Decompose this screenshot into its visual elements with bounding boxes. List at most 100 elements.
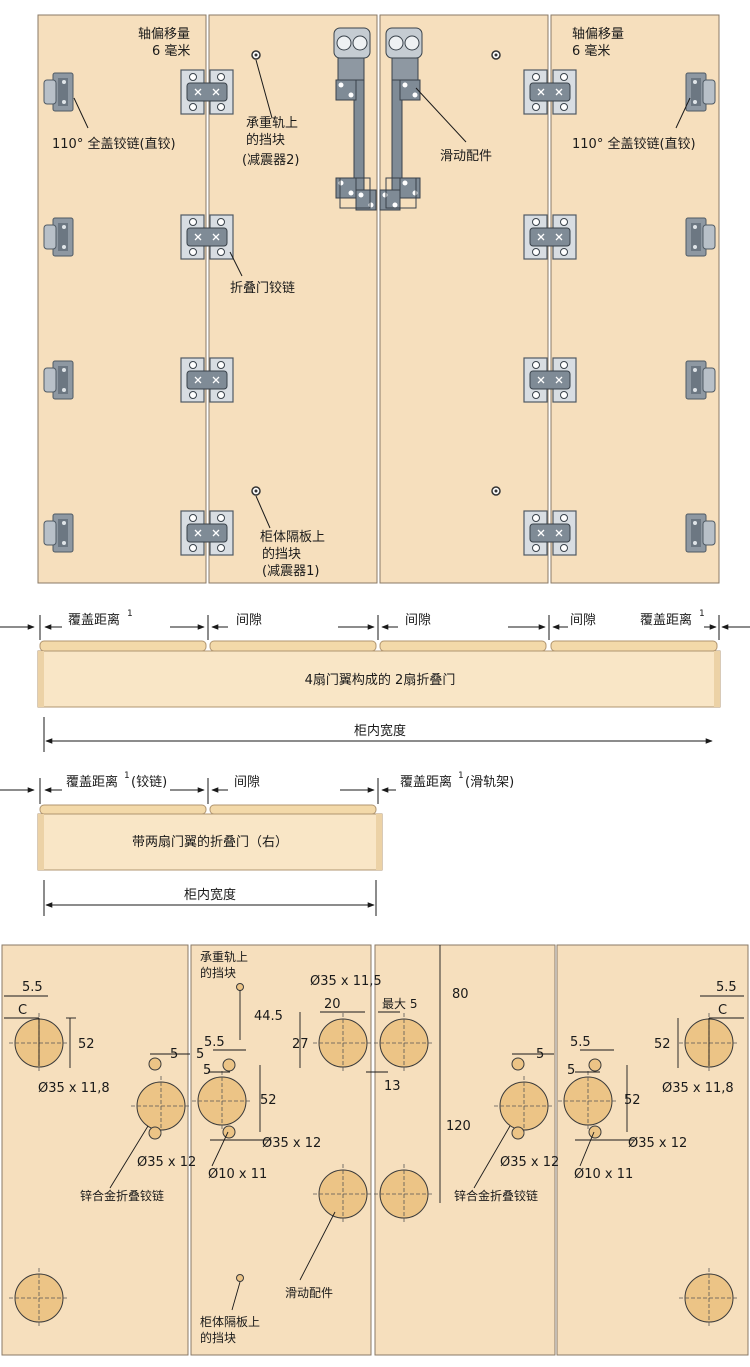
door-title-four: 4扇门翼构成的 2扇折叠门 [305,672,456,688]
stop-shelf-l2: 的挡块 [262,546,301,562]
dim-right-cup: Ø35 x 11,8 [662,1081,734,1096]
dim-left-cup: Ø35 x 11,8 [38,1081,110,1096]
dim-80: 80 [452,987,469,1002]
stop-shelf-l3: (减震器1) [262,564,319,579]
inner-width-four: 柜内宽度 [354,723,406,739]
leaf-strip [209,640,377,652]
dim-445: 44.5 [254,1009,283,1024]
small-hole [222,1058,236,1072]
dim-fold-mid-52: 52 [260,1093,277,1108]
fold-hinge-icon [180,510,234,556]
overlay-right-sup: 1 [699,609,705,619]
dim-fold-right-5: 5 [536,1047,544,1062]
overlay-hinge-sup: 1 [124,771,130,781]
dim-27: 27 [292,1037,309,1052]
small-hole [588,1058,602,1072]
dim-fold-left-5: 5 [170,1047,178,1062]
dim-fold-r2-52: 52 [624,1093,641,1108]
dim-fold-r2-55: 5.5 [570,1035,591,1050]
dim-fold-r2-5: 5 [567,1063,575,1078]
fold-hinge-icon [180,357,234,403]
dim-fold-mid-5b: 5 [203,1063,211,1078]
small-hole [148,1126,162,1140]
leaf-strip [39,804,207,815]
dim-fold-mid-cup: Ø35 x 12 [262,1136,321,1151]
small-hole [511,1057,525,1071]
dim-right-C: C [718,1003,727,1018]
plan-four-leaves: 覆盖距离 1 间隙 间隙 间隙 覆盖距离 1 4扇门翼构成的 2扇折叠门 柜内宽… [0,609,750,752]
fold-right-label: 锌合金折叠铰链 [454,1188,538,1203]
dim-fold-r2-small: Ø10 x 11 [574,1167,633,1182]
small-hole [148,1057,162,1071]
dim-slide-cup: Ø35 x 11,5 [310,974,382,989]
door-elevation: 轴偏移量 6 毫米 轴偏移量 6 毫米 110° 全盖铰链(直铰) 110° 全… [37,14,720,584]
dim-left-52: 52 [78,1037,95,1052]
dim-right-52: 52 [654,1037,671,1052]
dim-13: 13 [384,1079,401,1094]
dim-20: 20 [324,997,341,1012]
overlay-rail: 覆盖距离 [400,774,452,790]
dim-left-C: C [18,1003,27,1018]
stop-rail-l3: (减震器2) [242,153,299,168]
overlay-left: 覆盖距离 [68,612,120,628]
slide-fitting-label: 滑动配件 [440,149,492,164]
overlay-left-sup: 1 [127,609,133,619]
axis-offset-right-l1: 轴偏移量 [572,27,624,42]
hinge-label-left: 110° 全盖铰链(直铰) [52,136,176,152]
slide-drill-label: 滑动配件 [285,1286,333,1300]
overlay-rail-sup: 1 [458,771,464,781]
stop-hole [236,983,244,991]
small-hole [588,1125,602,1139]
dim-fold-mid-55: 5.5 [204,1035,225,1050]
dim-fold-mid-small: Ø10 x 11 [208,1167,267,1182]
dim-120: 120 [446,1119,471,1134]
fold-hinge-icon [523,214,577,260]
gap-2: 间隙 [405,613,431,628]
leaf-strip [550,640,718,652]
overlay-hinge-suffix: (铰链) [131,775,167,790]
fold-hinge-icon [523,357,577,403]
stop-rail-d2: 的挡块 [200,965,236,980]
door-title-two: 带两扇门翼的折叠门（右） [132,834,288,850]
stop-shelf-l1: 柜体隔板上 [260,530,325,545]
drill-panel-3 [374,944,556,1356]
fold-hinge-icon [180,69,234,115]
dim-fold-mid-5a: 5 [196,1047,204,1062]
stop-shelf-d2: 的挡块 [200,1330,236,1345]
stop-shelf-d1: 柜体隔板上 [200,1315,260,1329]
stop-rail-d1: 承重轨上 [200,950,248,964]
leaf-strip [39,640,207,652]
stop-hole [236,1274,244,1282]
slide-fitting-icon [333,27,377,211]
dim-fold-right-cup: Ø35 x 12 [500,1155,559,1170]
dim-fold-left-cup: Ø35 x 12 [137,1155,196,1170]
cabinet-body [37,650,721,708]
door-panel-2 [208,14,378,584]
axis-offset-right-l2: 6 毫米 [572,43,610,59]
stop-rail-l2: 的挡块 [246,132,285,148]
dim-fold-r2-cup: Ø35 x 12 [628,1136,687,1151]
axis-offset-left-l1: 轴偏移量 [138,27,190,42]
hinge-label-right: 110° 全盖铰链(直铰) [572,136,696,152]
fold-hinge-icon [523,510,577,556]
inner-width-two: 柜内宽度 [184,887,236,903]
gap-two: 间隙 [234,775,260,790]
dim-right-55: 5.5 [716,980,737,995]
drilling-pattern: 5.5 C 52 Ø35 x 11,8 5 Ø35 x 12 锌合金折叠铰链 承… [1,944,749,1356]
cabinet-body-two [37,813,383,871]
door-panel-3 [379,14,549,584]
leaf-strip [379,640,547,652]
fold-left-label: 锌合金折叠铰链 [80,1188,164,1203]
drill-panel-2 [190,944,372,1356]
fold-hinge-label: 折叠门铰链 [230,281,295,296]
gap-3: 间隙 [570,613,596,628]
small-hole [511,1126,525,1140]
leaf-strip [209,804,377,815]
slide-fitting-icon [379,27,423,211]
small-hole [222,1125,236,1139]
overlay-hinge: 覆盖距离 [66,774,118,790]
plan-two-leaves: 覆盖距离 1 (铰链) 间隙 覆盖距离 1 (滑轨架) 带两扇门翼的折叠门（右）… [0,771,514,916]
dim-max5: 最大 5 [382,997,417,1011]
overlay-right: 覆盖距离 [640,612,692,628]
